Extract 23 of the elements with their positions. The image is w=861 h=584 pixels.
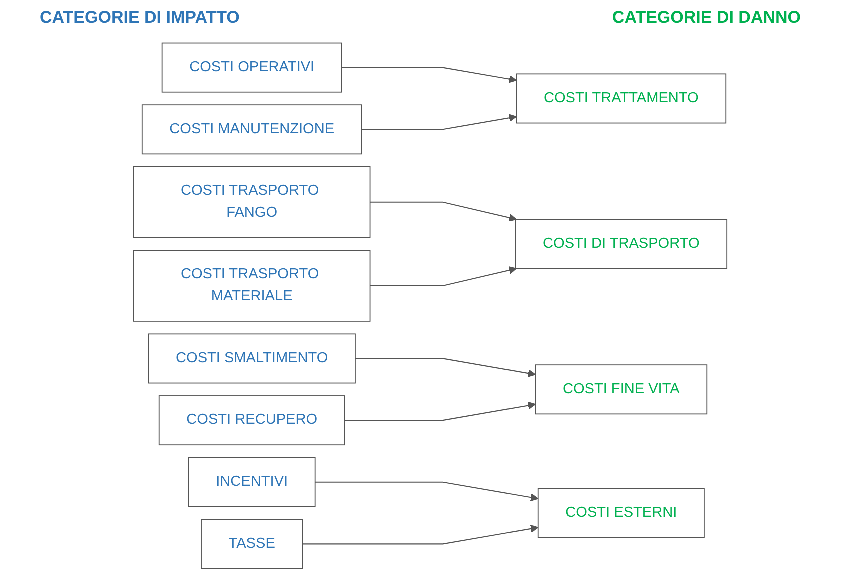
arrow <box>342 67 518 84</box>
node-box <box>133 250 371 322</box>
arrow <box>315 482 539 502</box>
arrow <box>362 114 518 130</box>
node-box <box>515 219 728 270</box>
arrow <box>370 266 518 287</box>
arrow <box>344 402 536 422</box>
node-box <box>516 74 727 124</box>
node-box <box>535 364 708 415</box>
node-box <box>133 166 371 238</box>
arrow <box>370 202 518 222</box>
column-heading: CATEGORIE DI IMPATTO <box>40 8 240 29</box>
flowchart: COSTI OPERATIVI COSTI MANUTENZIONE COSTI TRATTAMENTO COSTI TRASPORTO FANGO COSTI TRASPORTO MATERIALE COSTI DI TRASPORTO COSTI SMALTIMENTO COSTI RECUPERO COSTI FINE VITA INCENTIVI TASSE COSTI ESTERNI <box>0 36 861 576</box>
arrow <box>302 524 539 545</box>
node-box <box>538 488 705 538</box>
node-box <box>201 519 304 570</box>
node-box <box>158 396 346 446</box>
column-heading: CATEGORIE DI DANNO <box>612 8 801 29</box>
arrow <box>355 358 536 378</box>
node-box <box>148 334 356 384</box>
node-box <box>142 104 362 155</box>
node-box <box>188 457 316 508</box>
node-box <box>162 42 342 93</box>
